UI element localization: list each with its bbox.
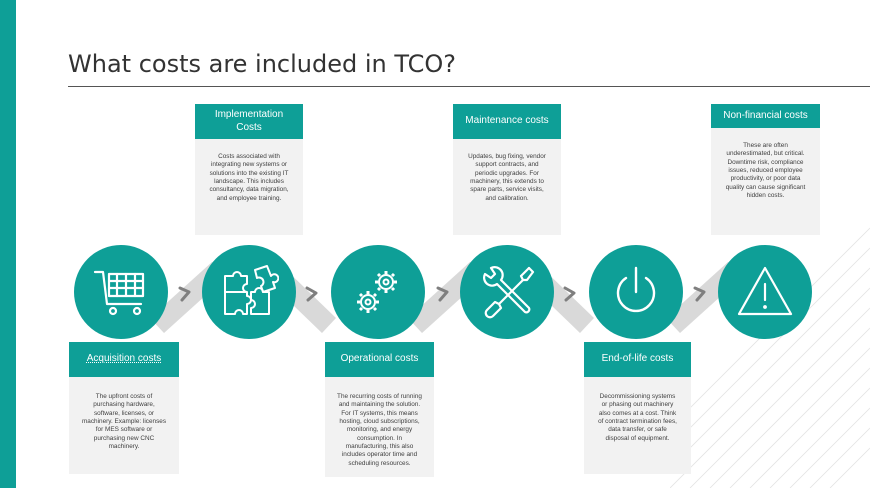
end-of-life-label: End-of-life costs — [584, 342, 691, 377]
maintenance-description: Updates, bug fixing, vendor support cont… — [453, 139, 561, 235]
operational-circle — [331, 245, 425, 339]
operational-description: The recurring costs of running and maint… — [325, 377, 434, 477]
implementation-circle — [202, 245, 296, 339]
wrench-screwdriver-icon — [483, 266, 535, 319]
diagonal-lines-decoration — [670, 227, 870, 488]
non-financial-description: These are often underestimated, but crit… — [711, 128, 820, 235]
shopping-cart-icon — [93, 270, 145, 316]
power-icon — [616, 266, 656, 313]
gears-icon — [357, 271, 397, 313]
arrow-icon — [693, 286, 706, 302]
title-divider — [68, 86, 870, 87]
accent-sidebar — [0, 0, 16, 488]
puzzle-icon — [224, 265, 279, 315]
end-of-life-description: Decommissioning systems or phasing out m… — [584, 377, 691, 474]
maintenance-label: Maintenance costs — [453, 104, 561, 139]
maintenance-circle — [460, 245, 554, 339]
end-of-life-circle — [589, 245, 683, 339]
implementation-description: Costs associated with integrating new sy… — [195, 139, 303, 235]
implementation-label: Implementation Costs — [195, 104, 303, 139]
acquisition-circle — [74, 245, 168, 339]
non-financial-circle — [718, 245, 812, 339]
acquisition-label: Acquisition costs — [69, 342, 179, 377]
arrow-icon — [436, 286, 449, 302]
arrow-icon — [305, 286, 318, 302]
non-financial-label: Non-financial costs — [711, 104, 820, 128]
warning-icon — [737, 266, 793, 316]
page-title: What costs are included in TCO? — [68, 50, 457, 78]
operational-label: Operational costs — [325, 342, 434, 377]
acquisition-description: The upfront costs of purchasing hardware… — [69, 377, 179, 474]
arrow-icon — [563, 286, 576, 302]
arrow-icon — [178, 286, 191, 302]
